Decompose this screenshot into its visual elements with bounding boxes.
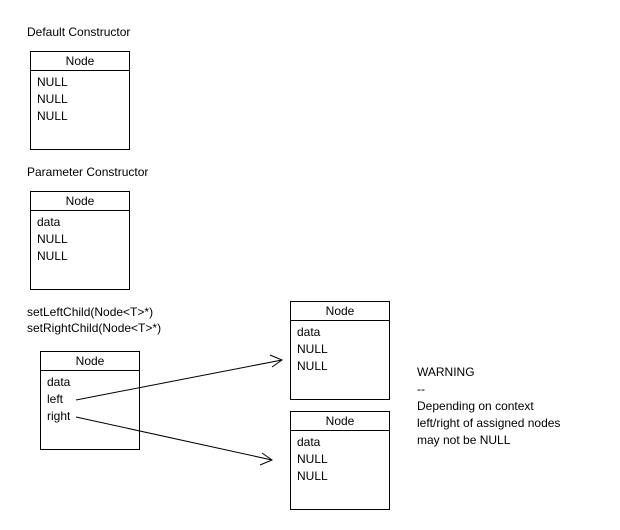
node-field: NULL bbox=[297, 469, 328, 483]
node-field: NULL bbox=[297, 342, 328, 356]
node-field: data bbox=[297, 435, 321, 449]
node-field: data bbox=[297, 325, 321, 339]
node-field-right: right bbox=[47, 409, 71, 423]
set-left-child-label: setLeftChild(Node<T>*) bbox=[27, 305, 154, 319]
warning-line: left/right of assigned nodes bbox=[417, 416, 561, 430]
node-field: NULL bbox=[37, 92, 68, 106]
left-pointer-arrow bbox=[75, 359, 283, 401]
default-constructor-node: Node NULL NULL NULL bbox=[30, 51, 130, 150]
node-field: NULL bbox=[37, 232, 68, 246]
parameter-constructor-node: Node data NULL NULL bbox=[30, 191, 130, 290]
default-constructor-label: Default Constructor bbox=[27, 25, 131, 39]
warning-title: WARNING bbox=[417, 365, 475, 379]
node-field-data: data bbox=[47, 375, 71, 389]
warning-line: Depending on context bbox=[417, 399, 534, 413]
node-field: NULL bbox=[297, 359, 328, 373]
right-pointer-arrowhead bbox=[259, 452, 274, 466]
node-field: NULL bbox=[37, 109, 68, 123]
left-pointer-arrowhead bbox=[269, 354, 284, 368]
node-title: Node bbox=[31, 52, 129, 71]
parameter-constructor-label: Parameter Constructor bbox=[27, 165, 149, 179]
right-child-node: Node data NULL NULL bbox=[290, 411, 390, 510]
node-title: Node bbox=[41, 352, 139, 371]
node-title: Node bbox=[31, 192, 129, 211]
right-pointer-arrow bbox=[75, 416, 273, 461]
set-right-child-label: setRightChild(Node<T>*) bbox=[27, 321, 162, 335]
node-title: Node bbox=[291, 412, 389, 431]
parent-node: Node data left right bbox=[40, 351, 140, 450]
node-field: NULL bbox=[297, 452, 328, 466]
node-field: NULL bbox=[37, 75, 68, 89]
node-title: Node bbox=[291, 302, 389, 321]
left-child-node: Node data NULL NULL bbox=[290, 301, 390, 400]
warning-separator: -- bbox=[417, 382, 425, 396]
warning-line: may not be NULL bbox=[417, 433, 511, 447]
node-field: NULL bbox=[37, 249, 68, 263]
node-field: data bbox=[37, 215, 61, 229]
node-field-left: left bbox=[47, 392, 64, 406]
